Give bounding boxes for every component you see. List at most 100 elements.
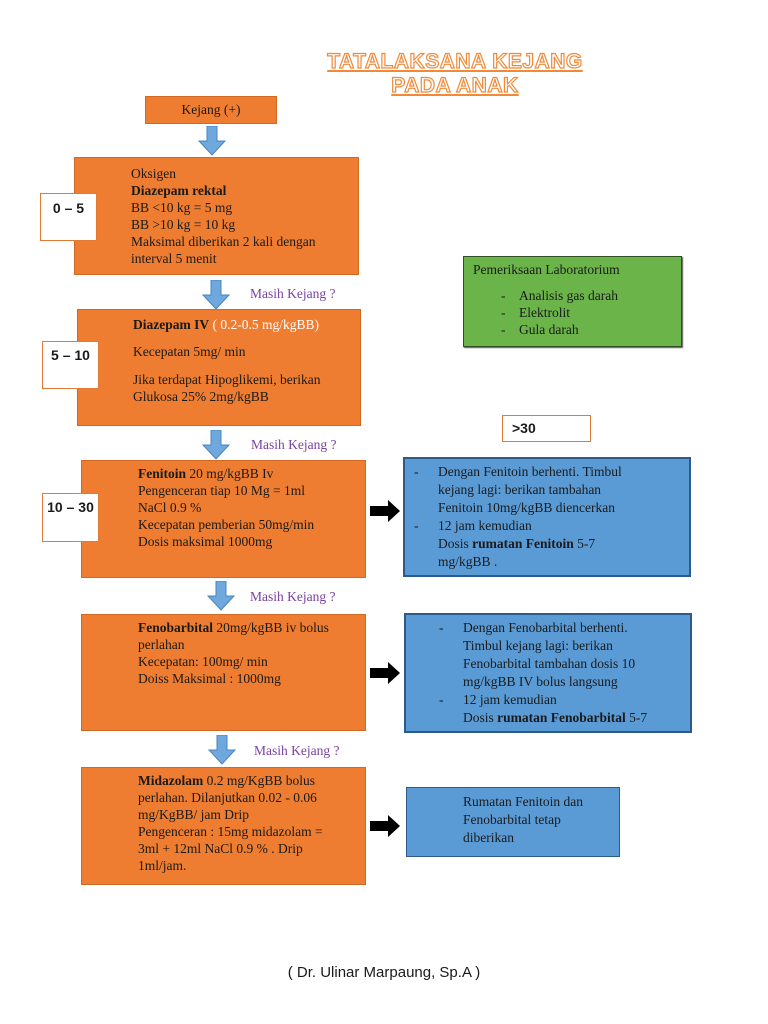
time-label-0-5-text: 0 – 5 — [52, 200, 85, 216]
step5-dilution: Pengenceran : 15mg midazolam = — [138, 824, 323, 839]
bullet-dash: - — [439, 620, 444, 635]
step5-box: Midazolam 0.2 mg/KgBB bolus perlahan. Di… — [81, 767, 366, 885]
fenobarbital-followup-b2: Dosis rumatan Fenobarbital 5-7 — [463, 709, 686, 727]
fenitoin-followup-b2: Dosis rumatan Fenitoin 5-7 — [438, 535, 685, 553]
fenobarbital-dose-prefix: Dosis — [463, 710, 498, 725]
fenitoin-followup-b: - 12 jam kemudian Dosis rumatan Fenitoin… — [414, 517, 685, 571]
lab-item: Gula darah — [495, 321, 681, 338]
step2-drug: Diazepam IV ( 0.2-0.5 mg/kgBB) — [133, 316, 360, 333]
page-title: TATALAKSANA KEJANG PADA ANAK — [250, 49, 660, 98]
step5-drug-name: Midazolam — [138, 773, 204, 788]
step4-max: Doiss Maksimal : 1000mg — [138, 671, 281, 686]
down-arrow-2 — [202, 280, 230, 310]
maintenance-line-3: diberikan — [463, 830, 514, 845]
step4-drug-name: Fenobarbital — [138, 620, 214, 635]
step2-hypo-1: Jika terdapat Hipoglikemi, berikan — [133, 372, 321, 387]
fenitoin-followup-b3: mg/kgBB . — [438, 554, 498, 569]
fenobarbital-followup-a2: Timbul kejang lagi: berikan — [463, 638, 613, 653]
maintenance-line-2: Fenobarbital tetap — [463, 812, 561, 827]
step1-drug: Diazepam rektal — [131, 182, 358, 199]
fenitoin-maintenance: rumatan Fenitoin — [472, 536, 574, 551]
fenobarbital-followup-b1: 12 jam kemudian — [463, 692, 557, 707]
lab-list: Analisis gas darah Elektrolit Gula darah — [473, 287, 681, 338]
lab-title: Pemeriksaan Laboratorium — [473, 262, 620, 277]
lab-item: Elektrolit — [495, 304, 681, 321]
step3-dose: 20 mg/kgBB Iv — [186, 466, 274, 481]
step2-hypo-2: Glukosa 25% 2mg/kgBB — [133, 389, 269, 404]
time-label-10-30: 10 – 30 — [42, 493, 99, 542]
step5-drug: Midazolam 0.2 mg/KgBB bolus — [138, 772, 365, 789]
step1-interval: interval 5 menit — [131, 251, 217, 266]
fenitoin-followup-a1: Dengan Fenitoin berhenti. Timbul — [438, 464, 622, 479]
down-arrow-5 — [208, 735, 236, 765]
step3-max: Dosis maksimal 1000mg — [138, 534, 273, 549]
question-2: Masih Kejang ? — [251, 437, 337, 452]
author-credit: ( Dr. Ulinar Marpaung, Sp.A ) — [287, 964, 481, 981]
lab-item: Analisis gas darah — [495, 287, 681, 304]
step2-drug-name: Diazepam IV — [133, 317, 210, 332]
step1-dose-low: BB <10 kg = 5 mg — [131, 200, 233, 215]
time-label-5-10-text: 5 – 10 — [51, 347, 90, 363]
step5-drip: mg/KgBB/ jam Drip — [138, 807, 249, 822]
fenitoin-followup-a3: Fenitoin 10mg/kgBB diencerkan — [438, 500, 615, 515]
step1-box: Oksigen Diazepam rektal BB <10 kg = 5 mg… — [74, 157, 359, 275]
step4-speed: Kecepatan: 100mg/ min — [138, 654, 268, 669]
step2-speed: Kecepatan 5mg/ min — [133, 344, 246, 359]
fenobarbital-maintenance: rumatan Fenobarbital — [497, 710, 626, 725]
fenitoin-followup-a: - Dengan Fenitoin berhenti. Timbul kejan… — [414, 463, 685, 517]
time-label-5-10: 5 – 10 — [42, 341, 99, 389]
fenobarbital-followup-a1: Dengan Fenobarbital berhenti. — [463, 620, 628, 635]
step5-dose: 0.2 mg/KgBB bolus — [203, 773, 316, 788]
step4-box: Fenobarbital 20mg/kgBB iv bolus perlahan… — [81, 614, 366, 731]
step1-dose-high: BB >10 kg = 10 kg — [131, 217, 236, 232]
maintenance-box: Rumatan Fenitoin dan Fenobarbital tetap … — [406, 787, 620, 857]
fenitoin-dose-prefix: Dosis — [438, 536, 473, 551]
bullet-dash: - — [414, 518, 419, 533]
lab-box: Pemeriksaan Laboratorium Analisis gas da… — [463, 256, 682, 347]
step5-continued: perlahan. Dilanjutkan 0.02 - 0.06 — [138, 790, 317, 805]
time-label-0-5: 0 – 5 — [40, 193, 97, 241]
fenitoin-followup-box: - Dengan Fenitoin berhenti. Timbul kejan… — [403, 457, 691, 577]
fenobarbital-followup-a4: mg/kgBB IV bolus langsung — [463, 674, 618, 689]
bullet-dash: - — [414, 464, 419, 479]
time-label-10-30-text: 10 – 30 — [47, 499, 94, 515]
time-label-over-30: >30 — [502, 415, 591, 442]
fenitoin-dose-value: 5-7 — [573, 536, 596, 551]
start-box-label: Kejang (+) — [181, 102, 241, 117]
down-arrow-1 — [198, 126, 226, 156]
fenobarbital-followup-a: - Dengan Fenobarbital berhenti. Timbul k… — [439, 619, 686, 691]
title-line-2: PADA ANAK — [391, 73, 519, 97]
fenitoin-followup-b1: 12 jam kemudian — [438, 518, 532, 533]
step1-oxygen: Oksigen — [131, 166, 176, 181]
step3-box: Fenitoin 20 mg/kgBB Iv Pengenceran tiap … — [81, 460, 366, 578]
time-label-over-30-text: >30 — [512, 420, 536, 436]
step1-drug-name: Diazepam rektal — [131, 183, 227, 198]
fenobarbital-followup-box: - Dengan Fenobarbital berhenti. Timbul k… — [404, 613, 692, 733]
step3-drug: Fenitoin 20 mg/kgBB Iv — [138, 465, 365, 482]
bullet-dash: - — [439, 692, 444, 707]
step3-dilution: Pengenceran tiap 10 Mg = 1ml — [138, 483, 305, 498]
question-1: Masih Kejang ? — [250, 286, 336, 301]
title-line-1: TATALAKSANA KEJANG — [327, 49, 583, 73]
question-4: Masih Kejang ? — [254, 743, 340, 758]
fenobarbital-followup-b: - 12 jam kemudian Dosis rumatan Fenobarb… — [439, 691, 686, 727]
fenitoin-followup-a2: kejang lagi: berikan tambahan — [438, 482, 602, 497]
step1-max: Maksimal diberikan 2 kali dengan — [131, 234, 316, 249]
right-arrow-2 — [370, 662, 400, 684]
down-arrow-4 — [207, 581, 235, 611]
fenobarbital-followup-a3: Fenobarbital tambahan dosis 10 — [463, 656, 636, 671]
down-arrow-3 — [202, 430, 230, 460]
step3-speed: Kecepatan pemberian 50mg/min — [138, 517, 315, 532]
fenobarbital-dose-value: 5-7 — [625, 710, 648, 725]
step4-drug: Fenobarbital 20mg/kgBB iv bolus — [138, 619, 365, 636]
maintenance-line-1: Rumatan Fenitoin dan — [463, 794, 583, 809]
right-arrow-1 — [370, 500, 400, 522]
question-3: Masih Kejang ? — [250, 589, 336, 604]
step2-box: Diazepam IV ( 0.2-0.5 mg/kgBB) Kecepatan… — [77, 309, 361, 426]
step4-dose: 20mg/kgBB iv bolus — [213, 620, 329, 635]
right-arrow-3 — [370, 815, 400, 837]
step3-drug-name: Fenitoin — [138, 466, 187, 481]
step4-slow: perlahan — [138, 637, 185, 652]
step5-rate: 1ml/jam. — [138, 858, 187, 873]
step2-dose: ( 0.2-0.5 mg/kgBB) — [209, 317, 320, 332]
